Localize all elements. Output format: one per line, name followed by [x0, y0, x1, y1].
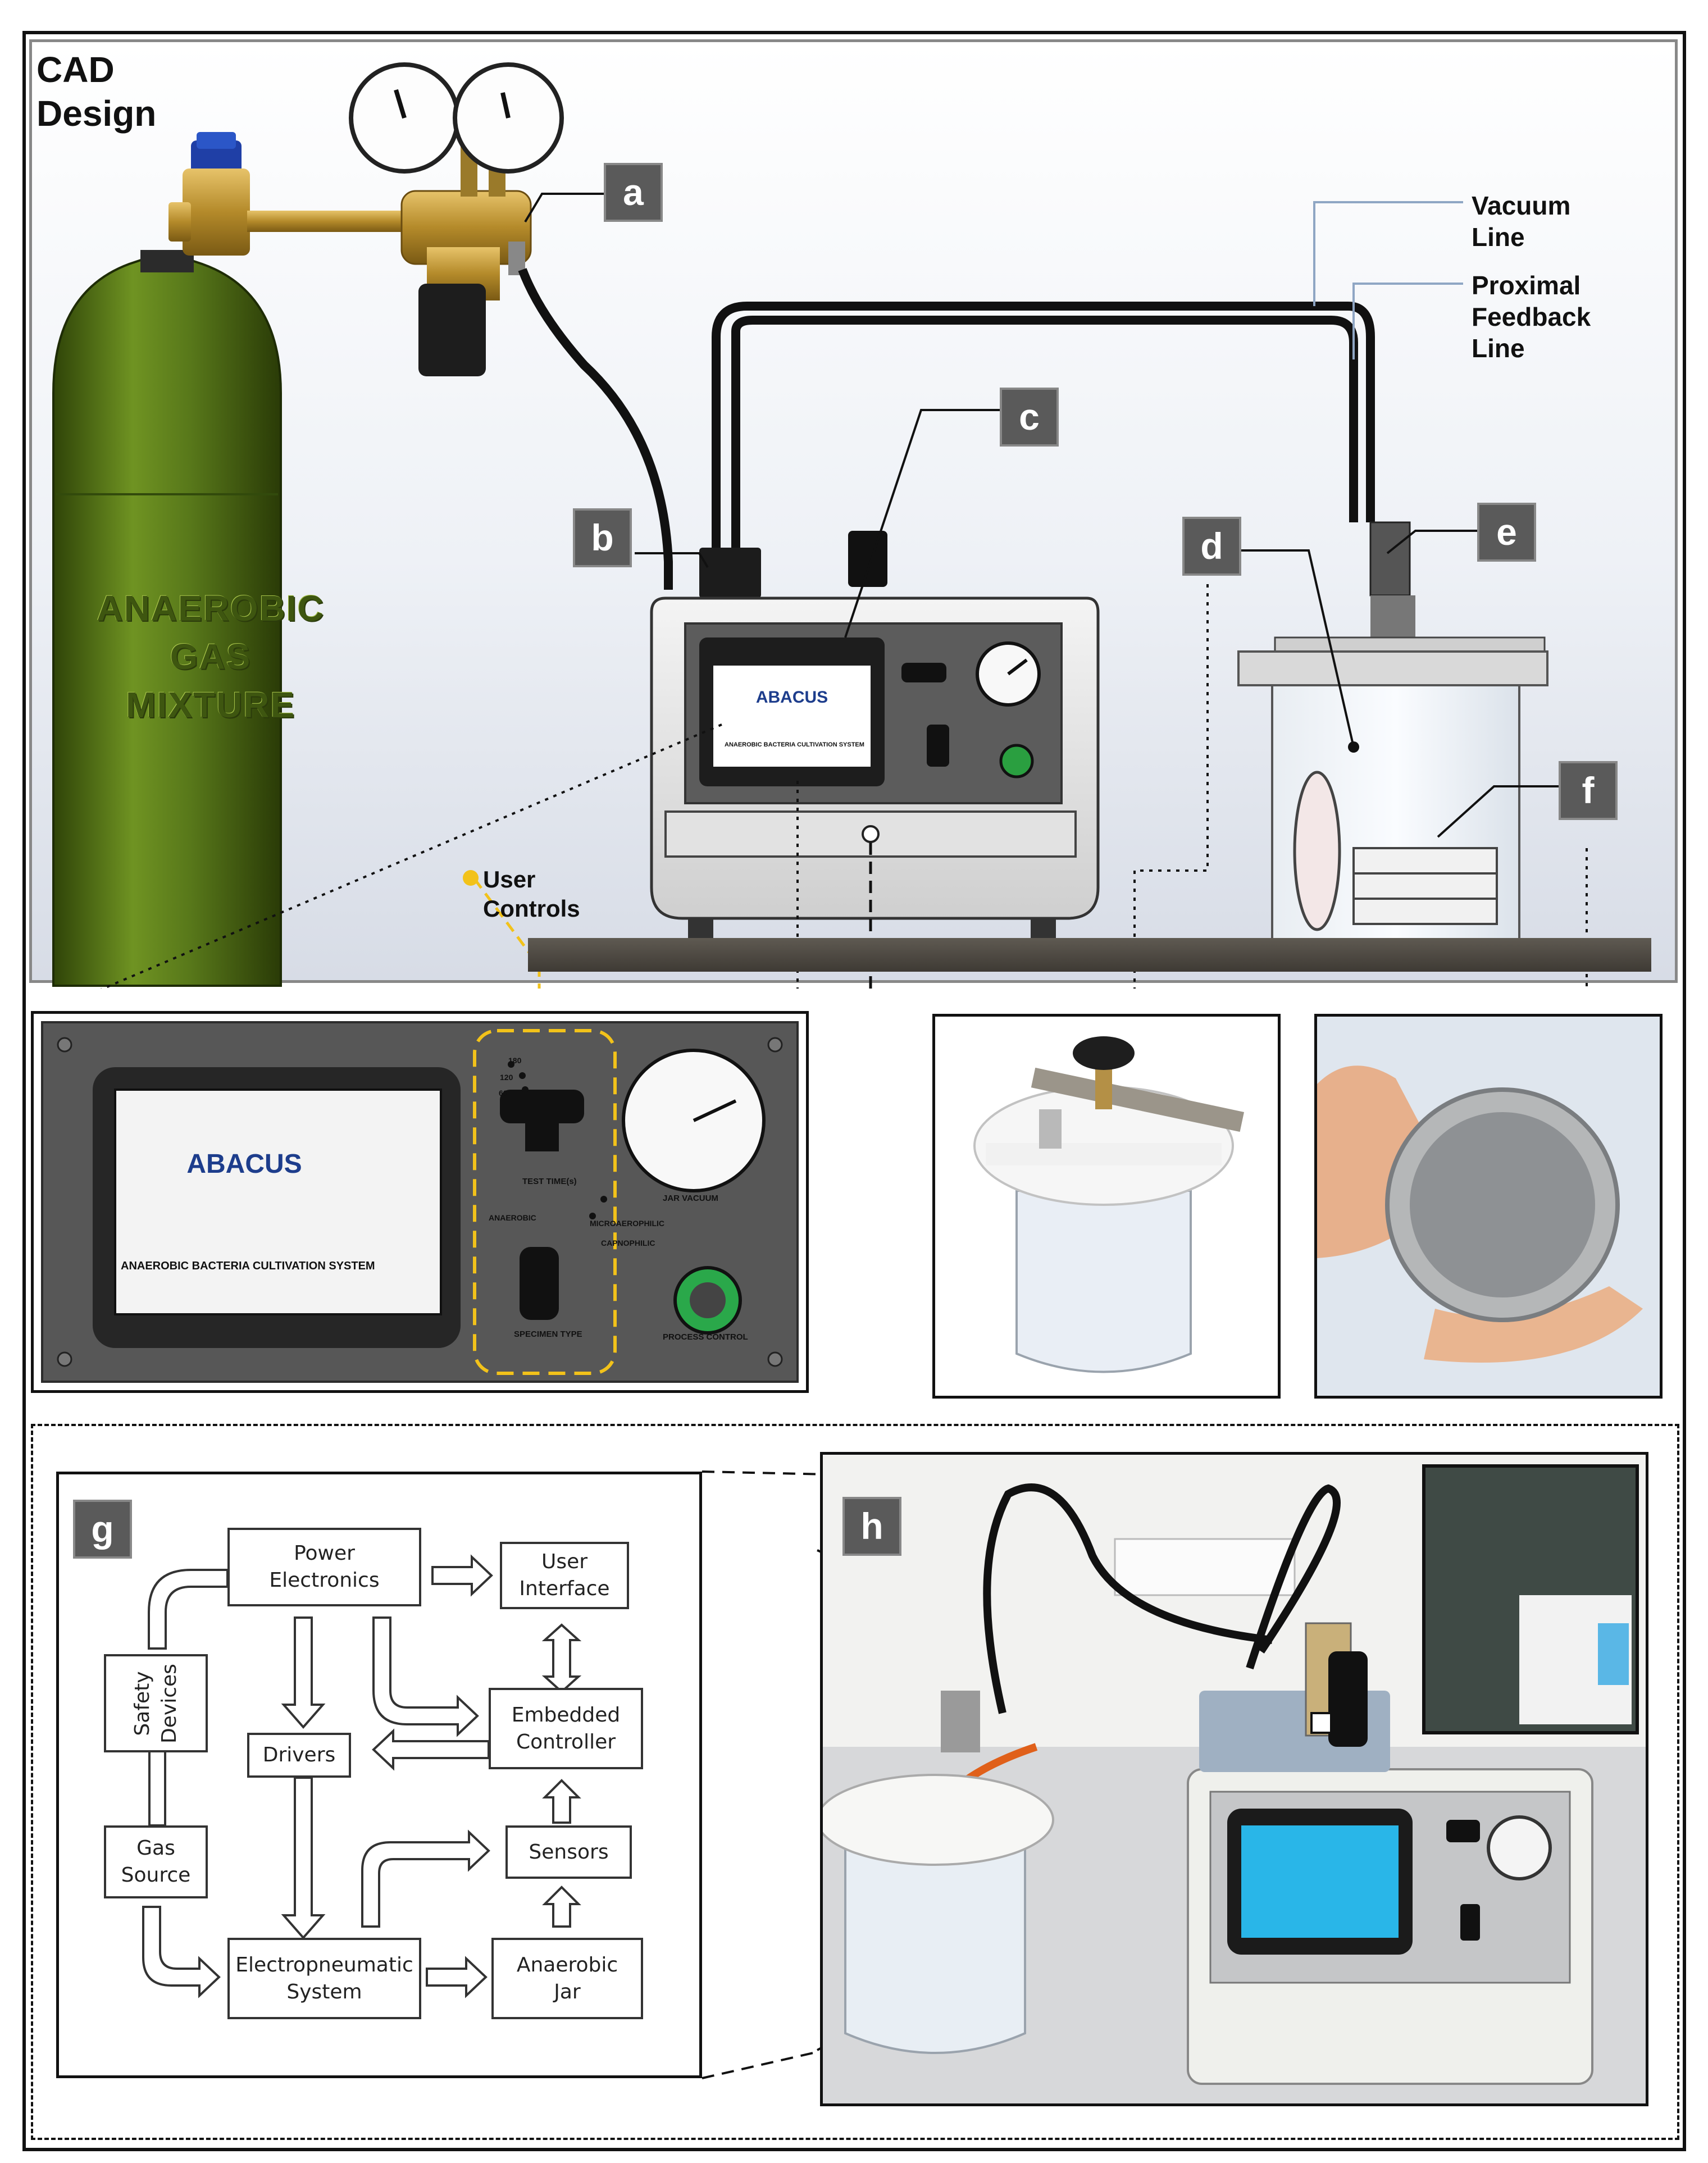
cad-design-title: CAD Design [37, 49, 157, 134]
zoom-screen-logo: ABACUS [186, 1149, 302, 1179]
figure-frame [22, 31, 1686, 2151]
block-embedded-controller: Embedded Controller [489, 1688, 643, 1769]
user-controls-marker [463, 870, 479, 886]
system-overview-panel [31, 1424, 1679, 2140]
tag-f: f [1559, 761, 1618, 820]
tag-d: d [1182, 517, 1241, 576]
zoom-screen-caption: ANAEROBIC BACTERIA CULTIVATION SYSTEM [121, 1260, 375, 1272]
petri-dish-photo-drawing [1317, 1017, 1660, 1396]
prototype-photo-drawing [823, 1455, 1646, 2103]
cylinder-label: ANAEROBIC GAS MIXTURE [97, 588, 325, 725]
cultivation-device-cad [650, 531, 1100, 941]
test-time-label: TEST TIME(s) [522, 1177, 577, 1186]
callout-leaders [524, 193, 1561, 838]
blue-callout-lines [1313, 201, 1463, 359]
block-safety-devices-label: Safety Devices [130, 1663, 181, 1743]
vacuum-jar-photo-drawing [973, 1036, 1245, 1373]
petri-dish-photo [1314, 1014, 1663, 1399]
block-electropneumatic-system: Electropneumatic System [227, 1938, 421, 2019]
block-drivers: Drivers [247, 1733, 351, 1778]
block-user-interface: User Interface [500, 1542, 629, 1609]
block-gas-source: Gas Source [104, 1825, 208, 1898]
jar-vacuum-label: JAR VACUUM [663, 1194, 718, 1203]
specimen-type-label: SPECIMEN TYPE [514, 1329, 582, 1339]
gas-hose [518, 268, 673, 590]
vacuum-line-label: Vacuum Line [1472, 191, 1571, 252]
bench [528, 938, 1651, 972]
cad-screen-logo: ABACUS [755, 688, 828, 707]
tag-c: c [1000, 388, 1059, 447]
test-time-option-180: 180 [508, 1056, 522, 1065]
test-time-option-60: 60 [499, 1089, 508, 1098]
gas-regulator [168, 62, 564, 376]
process-control-label: PROCESS CONTROL [663, 1332, 748, 1342]
tag-e: e [1477, 503, 1536, 562]
specimen-option-anaerobic: ANAEROBIC [489, 1213, 536, 1222]
cad-screen-caption: ANAEROBIC BACTERIA CULTIVATION SYSTEM [725, 741, 864, 748]
specimen-option-capnophilic: CAPNOPHILIC [601, 1238, 655, 1247]
tag-a: a [604, 163, 663, 222]
block-anaerobic-jar: Anaerobic Jar [491, 1938, 643, 2019]
block-sensors: Sensors [505, 1825, 632, 1879]
vacuum-jar-photo [932, 1014, 1281, 1399]
block-power-electronics: Power Electronics [227, 1528, 421, 1606]
vacuum-jar-cad [1237, 521, 1548, 942]
test-time-option-120: 120 [500, 1073, 513, 1082]
tag-h: h [842, 1497, 901, 1556]
proximal-feedback-line-label: Proximal Feedback Line [1472, 271, 1591, 363]
tag-b: b [573, 508, 632, 567]
prototype-photo [820, 1452, 1648, 2106]
user-controls-label: User Controls [483, 866, 580, 922]
control-panel-drawing [41, 1021, 799, 1383]
block-safety-devices: Safety Devices [104, 1654, 208, 1752]
tag-g: g [73, 1500, 132, 1559]
cad-illustration [52, 62, 1588, 989]
vacuum-line-hose [712, 302, 1375, 550]
specimen-option-microaerophilic: MICROAEROPHILIC [590, 1219, 664, 1228]
